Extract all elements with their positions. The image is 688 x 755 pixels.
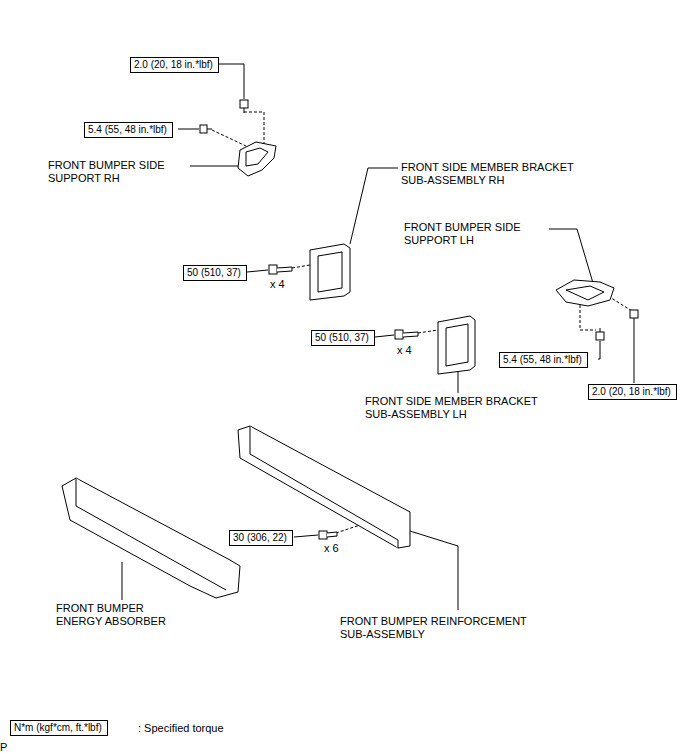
bolt: [269, 265, 292, 274]
bolt-path: [608, 296, 632, 311]
bolt-path: [418, 330, 438, 333]
leader-line: [634, 318, 635, 383]
quantity-label: x 4: [270, 278, 310, 291]
member-bracket: [318, 252, 342, 292]
torque-box: 30 (306, 22): [229, 530, 293, 546]
torque-box: 5.4 (55, 48 in.*lbf): [499, 352, 588, 368]
torque-box: 2.0 (20, 18 in.*lbf): [588, 384, 677, 400]
side-support: [566, 286, 604, 300]
torque-value: N*m (kgf*cm, ft.*lbf): [11, 721, 107, 735]
leader-line: [190, 166, 242, 167]
torque-value: 2.0 (20, 18 in.*lbf): [131, 58, 218, 72]
side-support: [246, 148, 268, 166]
part-name: FRONT SIDE MEMBER BRACKET SUB-ASSEMBLY R…: [401, 161, 601, 187]
part-name: FRONT BUMPER REINFORCEMENT SUB-ASSEMBLY: [340, 615, 540, 641]
leader-line: [350, 168, 398, 244]
torque-value: 5.4 (55, 48 in.*lbf): [500, 353, 587, 367]
bolt-path: [336, 525, 360, 533]
bolt-path: [212, 130, 246, 146]
leader-line: [178, 129, 199, 130]
legend-box: N*m (kgf*cm, ft.*lbf): [10, 720, 108, 736]
bolt-path: [292, 265, 310, 268]
leader-line: [375, 335, 394, 337]
quantity-label: x 4: [397, 344, 437, 357]
torque-value: 2.0 (20, 18 in.*lbf): [589, 385, 676, 399]
leader-line: [410, 531, 458, 610]
torque-box: 2.0 (20, 18 in.*lbf): [130, 57, 219, 73]
torque-value: 30 (306, 22): [230, 531, 292, 545]
torque-box: 5.4 (55, 48 in.*lbf): [84, 122, 173, 138]
part-name: FRONT BUMPER SIDE SUPPORT RH: [48, 159, 178, 185]
bolt: [240, 100, 248, 113]
bolt: [630, 310, 638, 318]
bolt: [200, 125, 212, 133]
bolt: [395, 330, 418, 339]
part-name: FRONT SIDE MEMBER BRACKET SUB-ASSEMBLY L…: [365, 395, 565, 421]
part-name: FRONT BUMPER SIDE SUPPORT LH: [404, 221, 554, 247]
energy-absorber: [62, 478, 240, 598]
leader-line: [294, 535, 318, 537]
leader-line: [247, 270, 268, 272]
torque-value: 50 (510, 37): [184, 266, 246, 280]
member-bracket: [438, 316, 475, 374]
leader-line: [122, 562, 123, 600]
torque-box: 50 (510, 37): [183, 265, 247, 281]
quantity-label: x 6: [324, 542, 364, 555]
leader-line: [217, 64, 244, 99]
leader-line: [598, 341, 600, 359]
side-support: [238, 142, 276, 176]
side-support: [556, 280, 614, 306]
part-name: P: [0, 741, 20, 754]
member-bracket: [446, 324, 468, 366]
part-name: FRONT BUMPER ENERGY ABSORBER: [56, 602, 166, 628]
part-name: : Specified torque: [138, 722, 288, 735]
member-bracket: [310, 244, 350, 300]
torque-value: 5.4 (55, 48 in.*lbf): [85, 123, 172, 137]
bolt-path: [244, 112, 264, 146]
bolt: [319, 531, 337, 539]
torque-value: 50 (510, 37): [312, 331, 374, 345]
torque-box: 50 (510, 37): [311, 330, 375, 346]
leader-line: [549, 229, 593, 283]
bolt: [596, 328, 604, 340]
energy-absorber: [76, 478, 226, 590]
